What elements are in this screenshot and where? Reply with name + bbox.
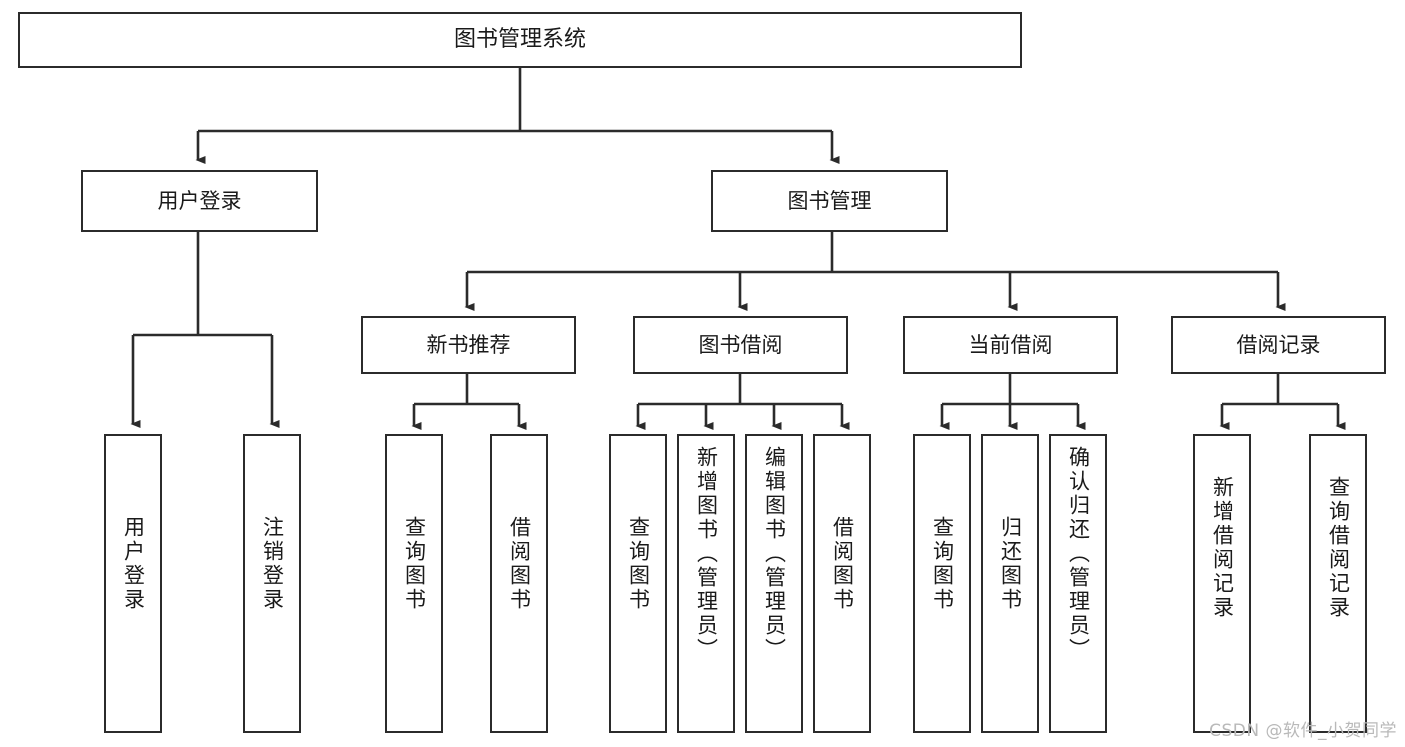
node-label: 查询借阅记录 (1326, 476, 1351, 620)
node-label: 新增借阅记录 (1210, 476, 1235, 620)
edge-book-management-to-level3 (464, 232, 1286, 311)
edge-root-to-level2 (195, 68, 840, 164)
node-leaf-add-book[interactable]: 新增图书（管理员） (677, 434, 735, 733)
node-label: 新书推荐 (426, 332, 511, 357)
node-leaf-confirm-return[interactable]: 确认归还（管理员） (1049, 434, 1107, 733)
node-label: 查询图书 (626, 516, 651, 612)
node-leaf-query-book-3[interactable]: 查询图书 (913, 434, 971, 733)
edge-borrow-record-to-leaves (1219, 374, 1346, 430)
node-leaf-add-record[interactable]: 新增借阅记录 (1193, 434, 1251, 733)
edge-current-borrow-to-leaves (939, 374, 1086, 430)
node-leaf-user-login[interactable]: 用户登录 (104, 434, 162, 733)
edge-new-book-recommend-to-leaves (411, 374, 527, 430)
node-label: 用户登录 (121, 516, 146, 612)
node-label: 图书管理系统 (453, 27, 586, 53)
node-leaf-query-book-2[interactable]: 查询图书 (609, 434, 667, 733)
node-label: 图书管理 (787, 188, 872, 213)
node-label: 归还图书 (998, 516, 1023, 612)
node-leaf-logout[interactable]: 注销登录 (243, 434, 301, 733)
node-label: 确认归还（管理员） (1066, 446, 1091, 662)
node-leaf-borrow-book-2[interactable]: 借阅图书 (813, 434, 871, 733)
node-new-book-recommend[interactable]: 新书推荐 (361, 316, 576, 374)
node-label: 当前借阅 (968, 332, 1053, 357)
node-leaf-borrow-book-1[interactable]: 借阅图书 (490, 434, 548, 733)
node-label: 用户登录 (157, 188, 242, 213)
node-label: 新增图书（管理员） (694, 446, 719, 662)
node-label: 借阅图书 (830, 516, 855, 612)
node-leaf-query-record[interactable]: 查询借阅记录 (1309, 434, 1367, 733)
node-root-system[interactable]: 图书管理系统 (18, 12, 1022, 68)
node-label: 查询图书 (402, 516, 427, 612)
node-label: 图书借阅 (698, 332, 783, 357)
node-book-borrow[interactable]: 图书借阅 (633, 316, 848, 374)
edge-book-borrow-to-leaves (635, 374, 850, 430)
node-borrow-record[interactable]: 借阅记录 (1171, 316, 1386, 374)
node-label: 借阅图书 (507, 516, 532, 612)
node-user-login[interactable]: 用户登录 (81, 170, 318, 232)
node-leaf-edit-book[interactable]: 编辑图书（管理员） (745, 434, 803, 733)
node-label: 查询图书 (930, 516, 955, 612)
node-label: 借阅记录 (1236, 332, 1321, 357)
node-label: 编辑图书（管理员） (762, 446, 787, 662)
node-leaf-return-book[interactable]: 归还图书 (981, 434, 1039, 733)
node-current-borrow[interactable]: 当前借阅 (903, 316, 1118, 374)
node-book-management[interactable]: 图书管理 (711, 170, 948, 232)
edge-user-login-to-leaves (130, 232, 280, 428)
node-leaf-query-book-1[interactable]: 查询图书 (385, 434, 443, 733)
node-label: 注销登录 (260, 516, 285, 612)
